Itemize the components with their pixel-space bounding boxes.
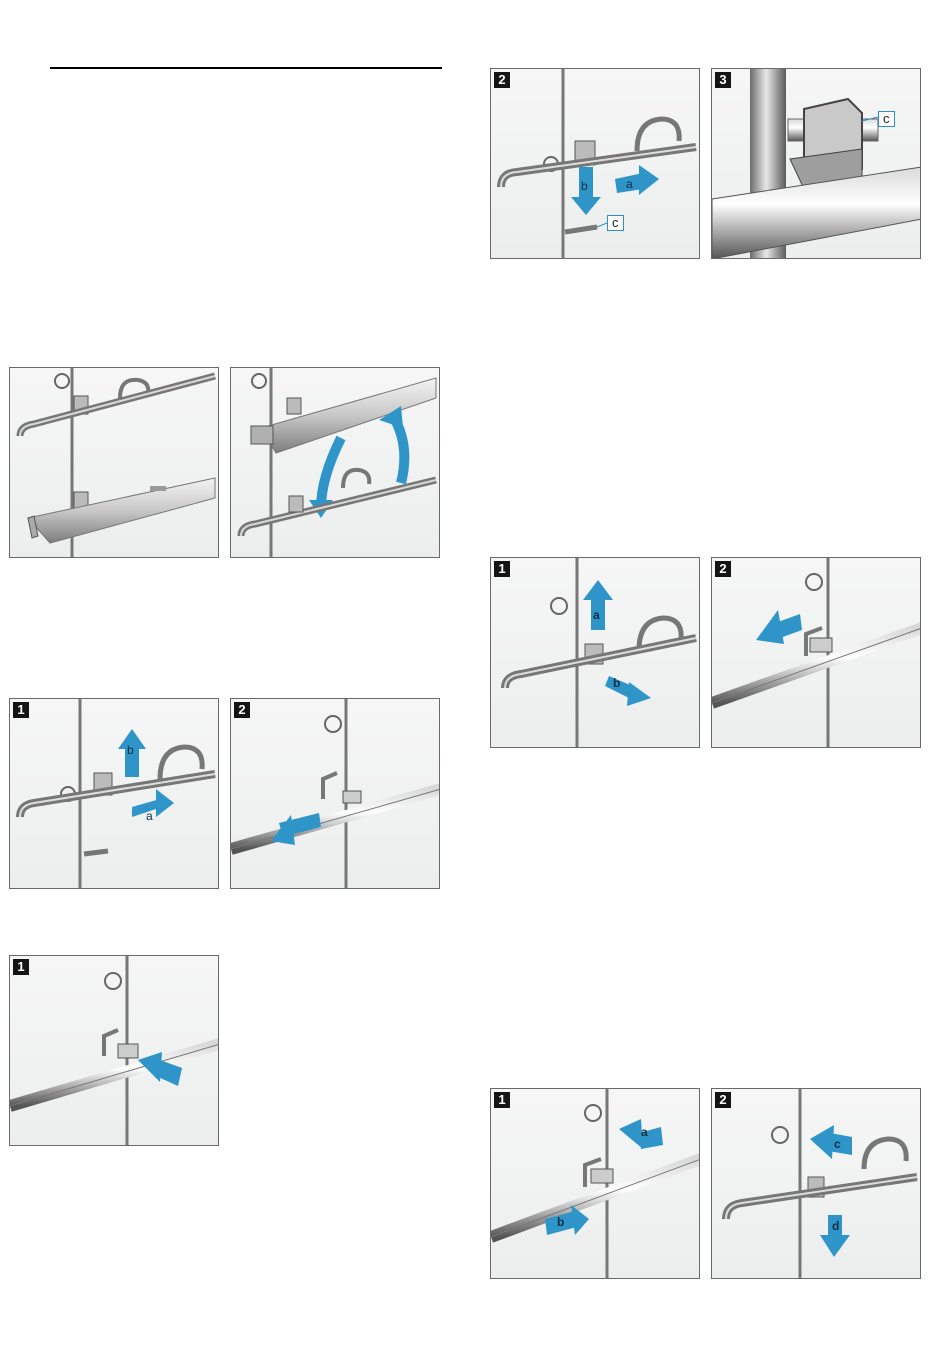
step-number: 2 — [715, 1092, 731, 1108]
illustration-rail-fold — [230, 367, 440, 558]
arrow-label-b: b — [127, 743, 134, 757]
illustration-bot-2: 2 c d — [711, 1088, 921, 1279]
step-number: 1 — [494, 1092, 510, 1108]
step-number: 2 — [715, 561, 731, 577]
illustration-step-left-single: 1 — [9, 955, 219, 1146]
rack-rail-fold-drawing — [231, 368, 440, 558]
step-number: 1 — [13, 702, 29, 718]
step-number: 3 — [715, 72, 731, 88]
arrow-label-b: b — [557, 1215, 564, 1229]
arrow-label-c: c — [834, 1137, 841, 1151]
hook-rail-drawing — [491, 69, 700, 259]
rack-rail-drawing — [10, 368, 219, 558]
arrow-label-a: a — [593, 608, 600, 622]
illustration-top-3: 3 c — [711, 68, 921, 259]
remove-rail-drawing — [10, 699, 219, 889]
illustration-step-left-1: 1 b a — [9, 698, 219, 889]
closeup-hook-drawing — [712, 69, 921, 259]
illustration-bot-1: 1 a b — [490, 1088, 700, 1279]
step-number: 2 — [234, 702, 250, 718]
insert-rail-drawing — [10, 956, 219, 1146]
fit-rail-drawing — [491, 1089, 700, 1279]
illustration-top-2: 2 b a c — [490, 68, 700, 259]
arrow-label-a: a — [146, 809, 153, 823]
arrow-label-d: d — [832, 1219, 839, 1233]
step-number: 1 — [13, 959, 29, 975]
lift-rail-drawing — [491, 558, 700, 748]
section-rule — [50, 67, 442, 69]
arrow-label-b: b — [581, 179, 588, 193]
slide-rail-drawing — [712, 558, 921, 748]
callout-c: c — [607, 215, 624, 231]
pull-rail-drawing — [231, 699, 440, 889]
illustration-step-left-2: 2 — [230, 698, 440, 889]
callout-c: c — [878, 111, 895, 127]
arrow-label-a: a — [641, 1125, 648, 1139]
step-number: 1 — [494, 561, 510, 577]
step-number: 2 — [494, 72, 510, 88]
arrow-label-b: b — [613, 676, 620, 690]
illustration-mid-2: 2 — [711, 557, 921, 748]
illustration-rail-below — [9, 367, 219, 558]
hang-rail-drawing — [712, 1089, 921, 1279]
arrow-label-a: a — [626, 177, 633, 191]
illustration-mid-1: 1 a b — [490, 557, 700, 748]
